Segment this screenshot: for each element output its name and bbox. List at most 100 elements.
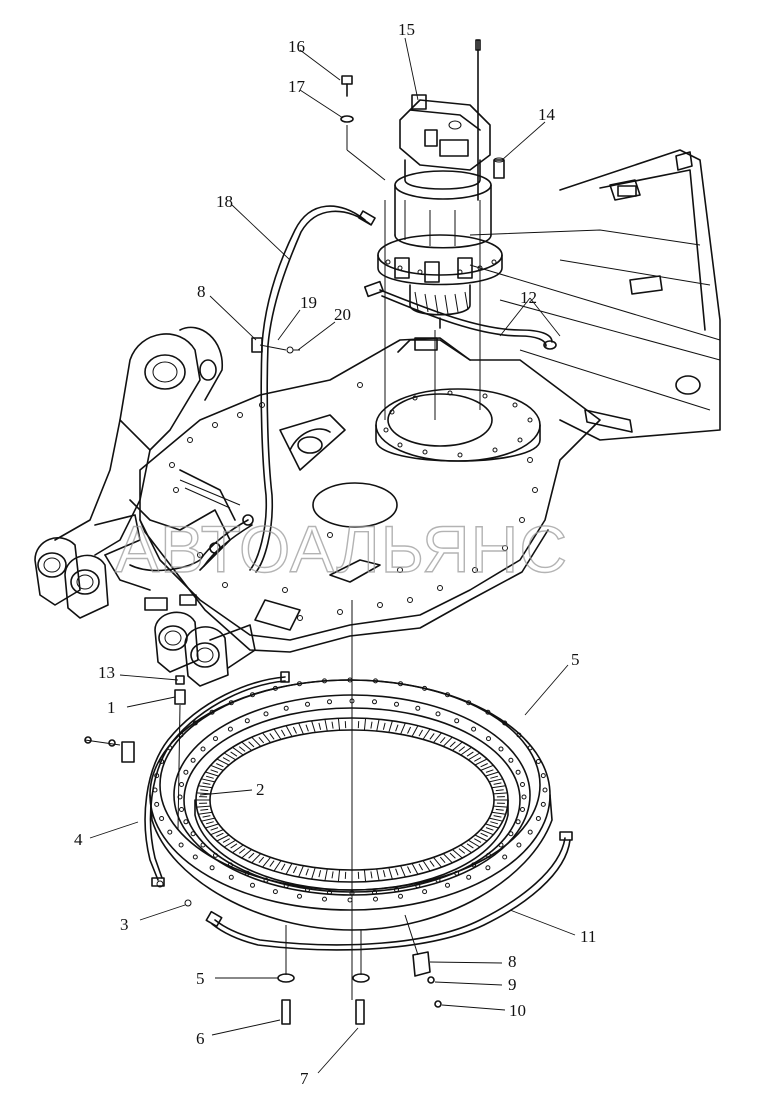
callout-18: 18: [216, 192, 233, 211]
ring-inner-bolt-hole: [508, 757, 514, 763]
callout-5-top: 5: [571, 650, 580, 669]
callout-20: 20: [334, 305, 351, 324]
ring-bolt-hole: [322, 896, 327, 902]
ring-inner-bolt-hole: [372, 699, 377, 705]
ring-bolt-hole: [466, 874, 472, 880]
callout-3: 3: [120, 915, 129, 934]
ring-bolt-hole: [540, 801, 546, 807]
ring-inner-bolt-hole: [435, 877, 441, 883]
ring-inner-bolt-hole: [471, 862, 477, 868]
ring-inner-bolt-hole: [415, 705, 421, 711]
plugs-3: [156, 880, 192, 907]
ring-bolt-hole: [373, 678, 378, 684]
callout-12: 12: [520, 288, 537, 307]
ring-inner-bolt-hole: [263, 711, 269, 717]
callout-6: 6: [196, 1029, 205, 1048]
bracket-8-lower: [412, 951, 442, 1008]
ring-inner-bolt-hole: [200, 842, 206, 848]
callout-16: 16: [288, 37, 305, 56]
ring-bolt-hole: [250, 692, 255, 698]
ring-bolt-hole: [159, 816, 165, 821]
ring-inner-bolt-hole: [227, 726, 233, 732]
ring-bolt-hole: [466, 700, 472, 706]
callout-2: 2: [256, 780, 265, 799]
ring-bolt-hole: [192, 854, 198, 860]
watermark: АВТОАЛЬЯНС: [115, 512, 568, 586]
gear-teeth-outer: [199, 721, 505, 879]
assembly-lines: [177, 125, 481, 1000]
ring-bolt-hole: [398, 681, 403, 687]
ring-inner-bolt-hole: [283, 883, 289, 889]
ring-bolt-hole: [445, 692, 450, 698]
ring-bolt-hole: [485, 865, 491, 871]
hose-18: [249, 205, 376, 573]
ring-inner-bolt-hole: [521, 794, 527, 800]
ring-inner-bolt-hole: [263, 877, 269, 883]
ring-inner-bolt-hole: [415, 883, 421, 889]
ring-inner-bolt-hole: [179, 807, 184, 812]
ring-inner-bolt-hole: [227, 862, 233, 868]
ring-inner-bolt-hole: [213, 852, 218, 858]
ring-inner-bolt-hole: [244, 718, 250, 724]
ring-bolt-hole: [527, 745, 533, 751]
ring-inner-bolt-hole: [190, 757, 196, 763]
ring-bolt-hole: [322, 678, 327, 684]
gear-teeth: [196, 718, 508, 882]
ring-bolt-hole: [422, 889, 428, 895]
ring-bolt-hole: [297, 681, 302, 687]
bolt-16: [341, 75, 353, 97]
main-frame: [139, 149, 721, 653]
ring-bolt-hole: [209, 865, 215, 871]
ring-bolt-hole: [527, 829, 533, 835]
motor-seat: [375, 388, 541, 462]
ring-bolt-hole: [154, 801, 160, 807]
ring-inner-bolt-hole: [213, 736, 218, 742]
ring-inner-bolt-hole: [244, 870, 250, 876]
ring-inner-bolt-hole: [183, 769, 189, 775]
ring-bolt-hole: [502, 720, 508, 726]
ring-inner-bolt-hole: [520, 807, 525, 812]
ring-inner-bolt-hole: [520, 782, 525, 787]
ring-inner-bolt-hole: [183, 819, 189, 825]
ring-inner-bolt-hole: [177, 794, 183, 800]
callout-19: 19: [300, 293, 317, 312]
ring-bolt-hole: [167, 829, 173, 835]
ring-bolt-hole: [516, 732, 522, 738]
ring-inner-bolt-hole: [486, 736, 491, 742]
ring-inner-bolt-hole: [327, 699, 332, 705]
ring-inner-bolt-hole: [394, 887, 399, 893]
swing-motor: [377, 39, 505, 329]
slewing-ring: [149, 677, 553, 931]
ring-inner-bolt-hole: [394, 701, 399, 707]
ring-inner-bolt-hole: [435, 711, 441, 717]
ring-bolt-hole: [445, 882, 450, 888]
ring-bolt-holes: [152, 677, 548, 903]
ring-bolt-hole: [398, 893, 403, 899]
ring-bolt-hole: [250, 882, 255, 888]
ring-bolt-hole: [516, 842, 522, 848]
ring-bolt-hole: [485, 709, 491, 715]
ring-bolt-hole: [373, 896, 378, 902]
ring-bolt-hole: [192, 720, 198, 726]
callout-8-top: 8: [197, 282, 206, 301]
ring-inner-bolt-hole: [372, 889, 377, 895]
callout-17: 17: [288, 77, 306, 96]
callout-10: 10: [509, 1001, 526, 1020]
ring-bolt-hole: [297, 893, 302, 899]
bolts-6-7: [281, 999, 365, 1025]
ring-bolt-hole: [502, 854, 508, 860]
ring-inner-bolt-hole: [515, 769, 521, 775]
boom-brackets: [34, 326, 256, 687]
ring-inner-bolt-hole: [498, 746, 504, 752]
ring-bolt-hole: [422, 685, 428, 691]
ring-inner-bolt-hole: [179, 782, 184, 787]
ring-inner-bolt-hole: [283, 705, 289, 711]
ring-inner-bolt-hole: [305, 887, 310, 893]
ring-inner-bolt-hole: [190, 831, 196, 837]
ring-bolt-hole: [209, 709, 215, 715]
deck-bolt-holes: [169, 382, 538, 621]
ring-inner-bolt-hole: [515, 819, 521, 825]
ring-bolt-hole: [228, 874, 234, 880]
ring-inner-bolt-hole: [200, 746, 206, 752]
